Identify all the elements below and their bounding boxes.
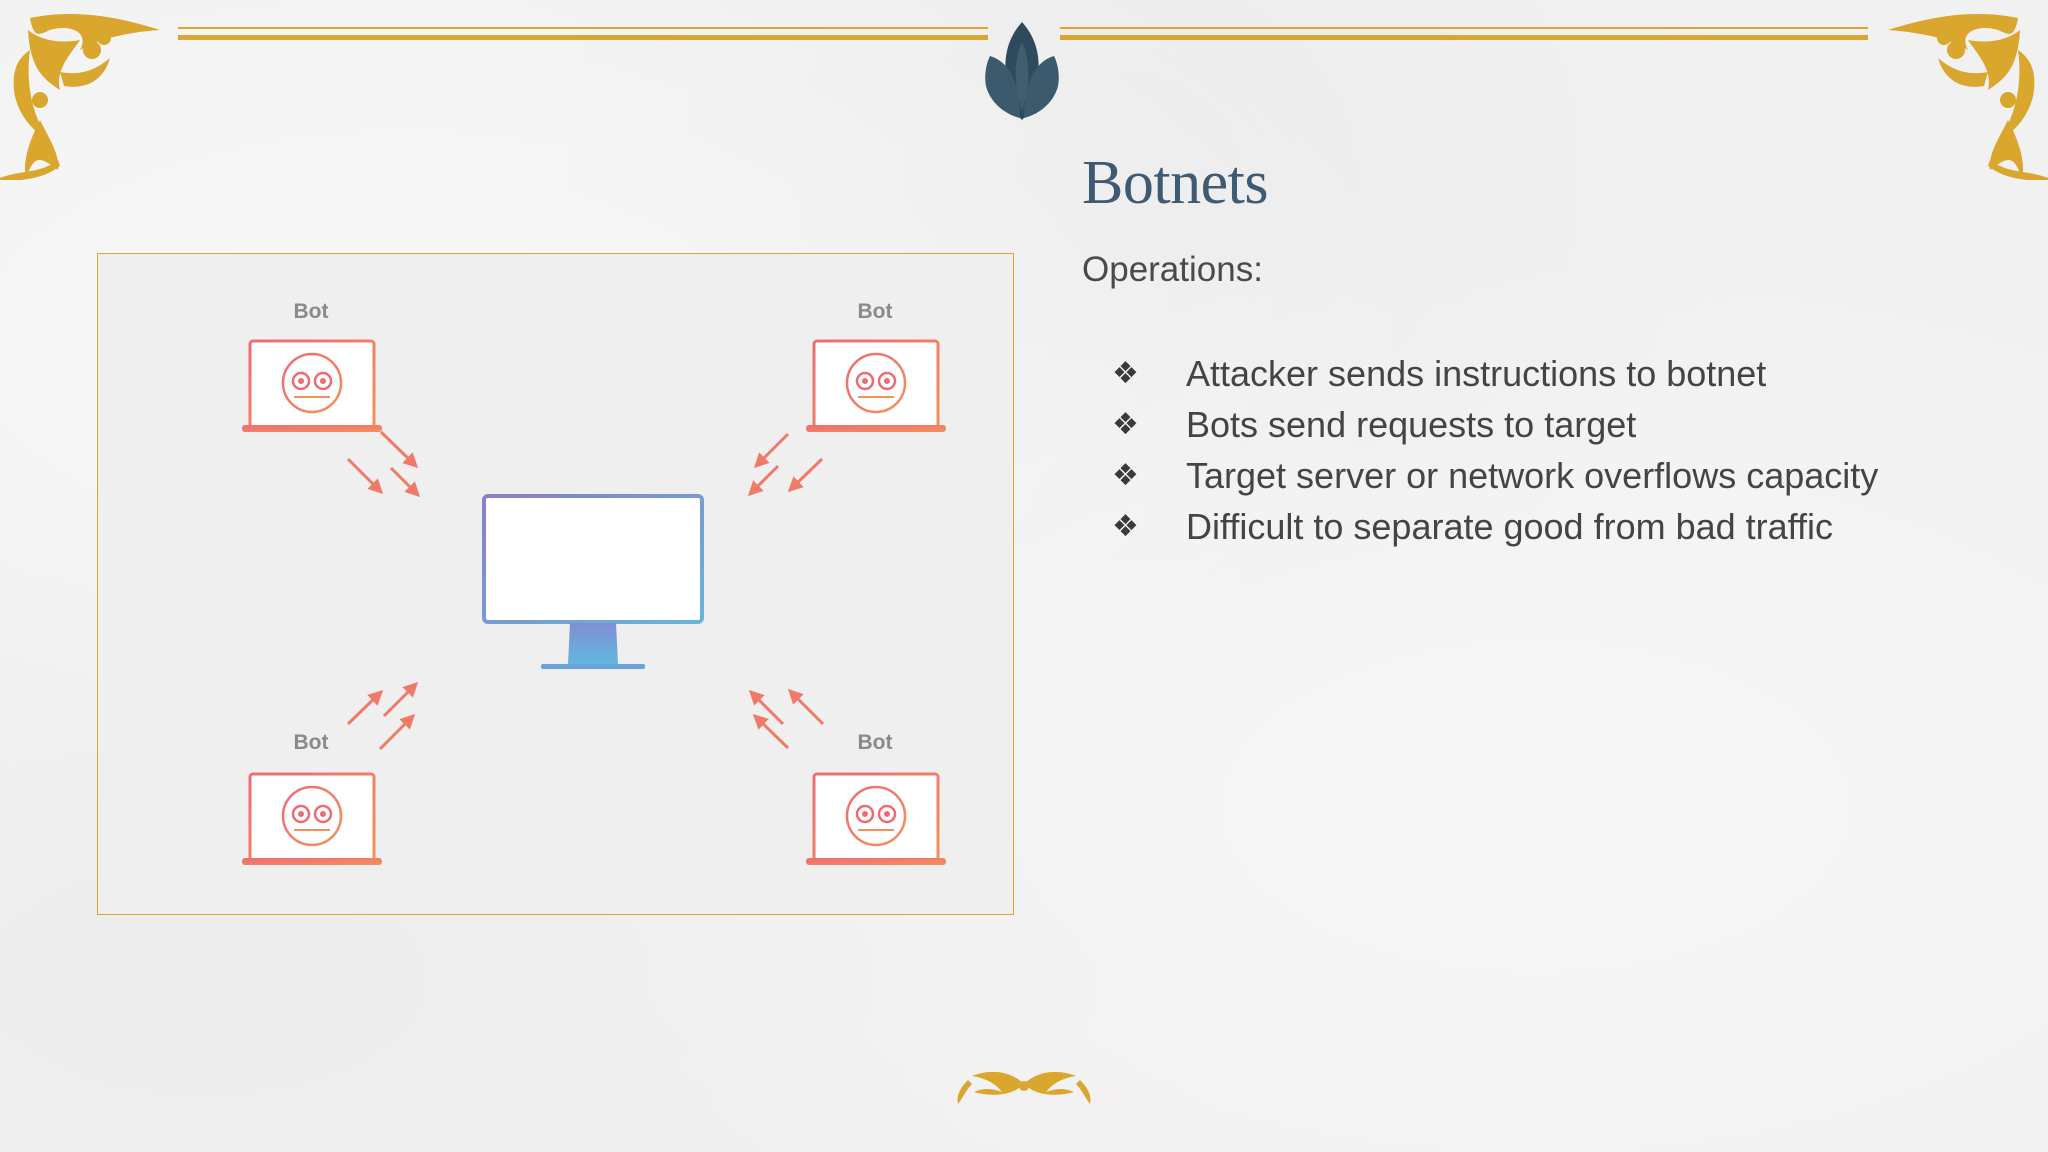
bot-label: Bot: [293, 300, 329, 323]
diamond-bullet-icon: ❖: [1112, 407, 1139, 442]
botnet-diagram-graphic: [240, 339, 948, 867]
botnet-diagram: Bot Bot Bot Bot: [97, 253, 1014, 915]
laptop-bot-icon: [804, 339, 948, 434]
list-item: ❖Bots send requests to target: [1112, 399, 1960, 450]
list-item: ❖Target server or network overflows capa…: [1112, 450, 1960, 501]
laurel-flourish-icon: [957, 1071, 1091, 1104]
top-rule-right-thin: [1060, 27, 1868, 29]
operations-subtitle: Operations:: [1082, 250, 1263, 289]
arrow-icon: [346, 430, 421, 498]
monitor-icon: [482, 494, 704, 669]
top-rule-left-thick: [178, 35, 988, 40]
laptop-bot-icon: [240, 772, 384, 867]
top-rule-left-thin: [178, 27, 988, 29]
arrow-icon: [747, 432, 824, 497]
slide-title: Botnets: [1082, 149, 1268, 217]
list-item: ❖Attacker sends instructions to botnet: [1112, 348, 1960, 399]
diamond-bullet-icon: ❖: [1112, 458, 1139, 493]
arrow-icon: [346, 681, 419, 751]
bot-label: Bot: [293, 731, 329, 754]
list-item: ❖Difficult to separate good from bad tra…: [1112, 501, 1960, 552]
top-rule-right-thick: [1060, 35, 1868, 40]
ornate-corner-icon: [1888, 14, 2048, 180]
ornate-corner-icon: [0, 14, 160, 180]
laptop-bot-icon: [240, 339, 384, 434]
lotus-icon: [985, 22, 1059, 120]
bot-label: Bot: [857, 731, 893, 754]
diamond-bullet-icon: ❖: [1112, 356, 1139, 391]
laptop-bot-icon: [804, 772, 948, 867]
arrow-icon: [748, 688, 825, 750]
operations-list: ❖Attacker sends instructions to botnet ❖…: [1112, 348, 1960, 552]
bot-label: Bot: [857, 300, 893, 323]
diamond-bullet-icon: ❖: [1112, 509, 1139, 544]
